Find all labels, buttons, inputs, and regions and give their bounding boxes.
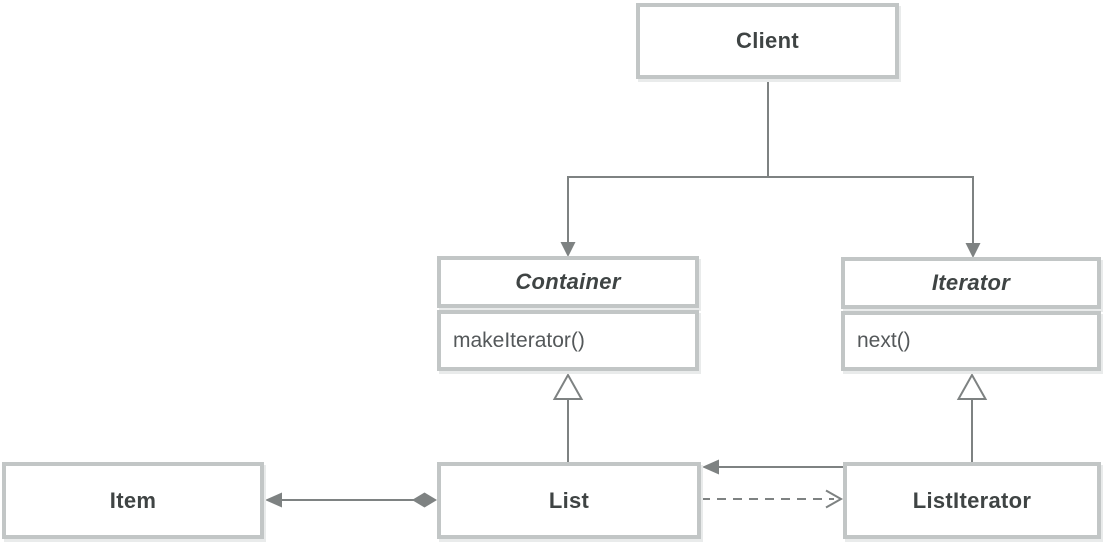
- class-list-name: List: [548, 487, 590, 513]
- open-arrowhead-to-listiterator: [825, 489, 844, 509]
- class-iterator-name: Iterator: [931, 270, 1011, 295]
- class-client: Client: [636, 3, 899, 79]
- class-list: List: [437, 462, 701, 539]
- class-iterator-methods: next(): [841, 311, 1101, 371]
- client-to-container-iterator-connector: [560, 79, 981, 258]
- class-container-name: Container: [515, 269, 621, 294]
- filled-arrowhead-to-list: [702, 459, 719, 475]
- method-next: next(): [857, 329, 911, 352]
- listiterator-generalization-iterator: [956, 372, 988, 462]
- class-iterator-title: Iterator: [841, 257, 1101, 309]
- list-aggregation-item: [265, 492, 437, 508]
- hollow-triangle-arrowhead: [956, 372, 988, 400]
- filled-arrowhead-to-container: [560, 242, 576, 257]
- class-container-methods: makeIterator(): [437, 310, 699, 371]
- listiterator-association-list: [702, 459, 844, 475]
- filled-arrowhead-to-iterator: [965, 243, 981, 258]
- filled-diamond-at-list: [412, 492, 437, 508]
- list-generalization-container: [552, 372, 584, 462]
- list-dependency-listiterator: [701, 489, 844, 509]
- class-item: Item: [2, 462, 264, 539]
- hollow-triangle-arrowhead: [552, 372, 584, 400]
- method-makeiterator: makeIterator(): [453, 328, 585, 352]
- class-client-name: Client: [736, 28, 799, 53]
- class-listiterator-name: ListIterator: [912, 487, 1032, 513]
- class-item-name: Item: [109, 487, 157, 513]
- class-listiterator: ListIterator: [843, 462, 1101, 539]
- class-container-title: Container: [437, 256, 699, 308]
- filled-arrowhead-to-item: [265, 492, 282, 508]
